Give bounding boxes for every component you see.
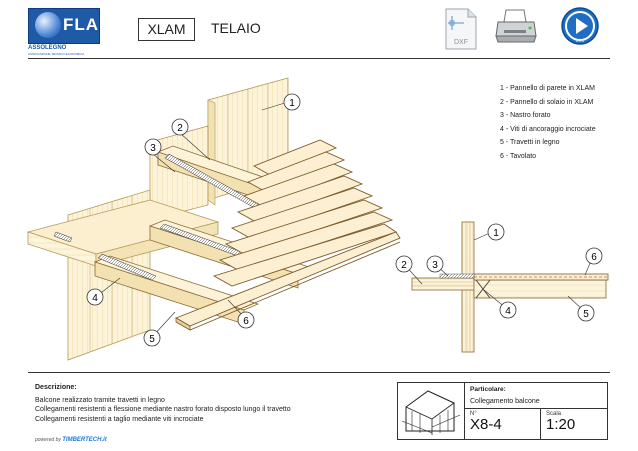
tab-xlam[interactable]: XLAM [138,18,195,41]
section-view [411,221,609,353]
svg-text:4: 4 [92,293,98,304]
legend-item-3: 3 - Nastro forato [500,112,551,120]
legend-item-1: 1 - Pannello di parete in XLAM [500,85,595,92]
callout-iso-6: 6 [237,311,255,329]
description-line: Collegamenti resistenti a flessione medi… [35,406,291,413]
play-button[interactable]: www [560,6,600,46]
particolare-value: Collegamento balcone [470,398,540,405]
callout-section-6: 6 [585,247,603,265]
powered-prefix: powered by [35,437,61,443]
description-line: Balcone realizzato tramite travetti in l… [35,396,165,404]
svg-text:3: 3 [150,143,156,154]
callout-section-3: 3 [426,255,444,273]
print-button[interactable] [494,8,538,46]
dxf-file-icon: DXF [445,8,477,50]
scale-label: Scala [546,411,562,417]
printer-icon [495,9,537,43]
description-title: Descrizione: [35,384,77,391]
description-line: Collegamenti resistenti a taglio mediant… [35,415,204,423]
logo-subtitle-small: ASSOCIAZIONE TECNICO-ECONOMICA [28,52,85,56]
svg-text:1: 1 [493,228,499,239]
detail-thumbnail [398,383,465,439]
particolare-cell: Particolare: Collegamento balcone [465,383,607,409]
svg-text:2: 2 [401,260,407,271]
callout-iso-5: 5 [143,329,161,347]
globe-icon [35,12,61,38]
dxf-download-button[interactable]: DXF [444,8,478,50]
svg-text:3: 3 [432,260,438,271]
svg-text:1: 1 [289,98,295,109]
tab-telaio[interactable]: TELAIO [211,20,261,36]
logo-text: FLA [63,15,100,34]
callout-iso-1: 1 [283,93,301,111]
callout-iso-4: 4 [86,288,104,306]
title-block: Particolare: Collegamento balcone N° X8-… [397,382,608,440]
callout-section-4: 4 [499,301,517,319]
play-icon: www [561,7,599,45]
dxf-label: DXF [454,39,468,46]
scale-value: 1:20 [546,416,576,433]
number-label: N° [470,411,477,417]
powered-brand: TIMBERTECH.it [62,437,107,443]
callout-section-5: 5 [577,304,595,322]
legend-item-6: 6 - Tavolato [500,152,537,160]
legend-item-4: 4 - Viti di ancoraggio incrociate [500,125,596,133]
description: Descrizione: Balcone realizzato tramite … [35,383,291,424]
particolare-label: Particolare: [470,386,506,393]
legend: 1 - Pannello di parete in XLAM 2 - Panne… [500,82,596,164]
svg-text:5: 5 [149,334,155,345]
scale-cell: Scala 1:20 [541,409,607,439]
callout-iso-3: 3 [144,138,162,156]
logo-subtitle: ASSOLEGNO [28,45,67,51]
house-thumbnail-icon [401,390,461,435]
legend-item-2: 2 - Pannello di solaio in XLAM [500,98,594,106]
powered-by[interactable]: powered by TIMBERTECH.it [35,437,107,443]
callout-section-2: 2 [395,255,413,273]
decking-boards [174,139,401,331]
header-divider [28,58,610,59]
legend-item-5: 5 - Travetti in legno [500,139,560,147]
svg-text:4: 4 [505,306,511,317]
callout-iso-2: 2 [171,118,189,136]
number-cell: N° X8-4 [465,409,541,439]
callout-section-1: 1 [487,223,505,241]
svg-text:6: 6 [243,316,249,327]
play-label: www [576,38,585,43]
logo-badge: FLA [28,8,100,44]
svg-text:2: 2 [177,123,183,134]
svg-text:6: 6 [591,252,597,263]
number-value: X8-4 [470,416,502,433]
logo: FLA ASSOLEGNO ASSOCIAZIONE TECNICO-ECONO… [28,8,100,56]
footer-divider [28,372,610,373]
svg-text:5: 5 [583,309,589,320]
